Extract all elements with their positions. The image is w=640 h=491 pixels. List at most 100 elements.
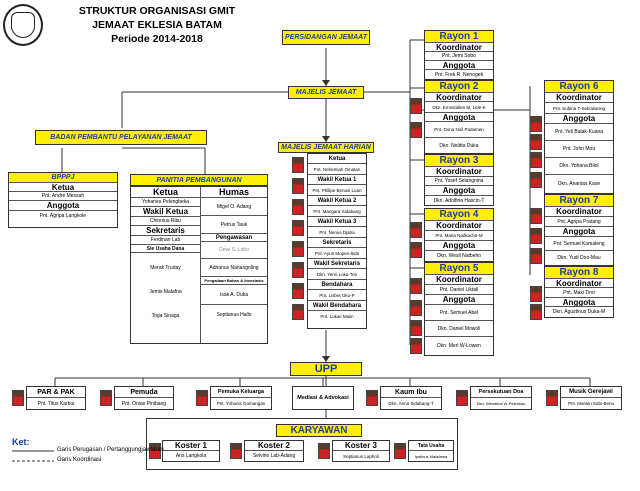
mjh-role-4: Wakil Ketua 3 — [308, 217, 366, 227]
rayon-3-box: Rayon 3 Koordinator Pnt. Yosef Selangnin… — [424, 154, 494, 206]
panitia-sek-name: Ferdinan Lab — [131, 236, 200, 245]
panitia-wakil-name: Chinnius Ribu — [131, 217, 200, 226]
legend-dashed-label: Garis Koordinasi — [57, 457, 102, 463]
rayon-8-ang-name: Dkn. Agustinus Duka-M — [552, 309, 606, 315]
photo-upp-5 — [366, 390, 378, 406]
rayon-6-ang-label: Anggota — [545, 114, 613, 124]
rayon-1-title: Rayon 1 — [425, 31, 493, 43]
mjh-header: MAJELIS JEMAAT HARIAN — [278, 142, 374, 153]
panitia-box: Ketua Yohanes Pelengbeka Wakil Ketua Chi… — [130, 186, 268, 344]
panitia-humas-label: Humas — [201, 187, 267, 198]
panitia-humas-name-3: Dewi S. Lobo — [201, 242, 267, 259]
rayon-4-ang-label: Anggota — [425, 241, 493, 251]
church-logo — [3, 4, 43, 46]
upp-header: UPP — [290, 362, 362, 376]
rayon-4-title: Rayon 4 — [425, 209, 493, 221]
karyawan-item-3: Koster 3 Septianus Lapholi — [332, 440, 390, 462]
rayon-3-title: Rayon 3 — [425, 155, 493, 167]
karyawan-item-3-label: Koster 3 — [333, 441, 389, 451]
photo-rayon-2-b — [410, 122, 422, 138]
panitia-dana-name-1: Merak Truday — [150, 265, 181, 271]
rayon-1-box: Rayon 1 Koordinator Pnt. Jemi Sobo Anggo… — [424, 30, 494, 80]
title-line-3: Periode 2014-2018 — [111, 33, 203, 45]
photo-rayon-7-a — [530, 208, 542, 224]
photo-rayon-6-c — [530, 152, 542, 168]
bppj-header: BADAN PEMBANTU PELAYANAN JEMAAT — [35, 130, 207, 145]
upp-unit-1-label: PAR & PAK — [27, 387, 85, 398]
rayon-6-box: Rayon 6 Koordinator Pnt. Subina T-Sekowa… — [544, 80, 614, 194]
bppj-ketua-name: Pnt. Andre Messah — [9, 192, 117, 201]
mjh-role-3: Wakil Ketua 2 — [308, 196, 366, 206]
rayon-6-koor-label: Koordinator — [545, 93, 613, 103]
upp-unit-5: Kaum Ibu Dkn. Anna Sidabang-T — [380, 386, 442, 410]
rayon-3-ang-label: Anggota — [425, 186, 493, 196]
photo-rayon-4-a — [410, 222, 422, 238]
photo-karyawan-2 — [230, 443, 242, 459]
photo-mjh-4 — [292, 220, 304, 236]
upp-unit-7-label: Musik Gerejawi — [561, 387, 621, 398]
photo-upp-6 — [456, 390, 468, 406]
upp-unit-2-label: Pemuda — [115, 387, 173, 398]
photo-karyawan-3 — [318, 443, 330, 459]
photo-upp-7 — [546, 390, 558, 406]
rayon-4-box: Rayon 4 Koordinator Pnt. Maria Nadkacha-… — [424, 208, 494, 262]
panitia-sek-label: Sekretaris — [131, 226, 200, 236]
photo-rayon-6-d — [530, 172, 542, 188]
rayon-6-ang-name-4: Dkn. Ananias Kase — [557, 181, 601, 187]
rayon-7-box: Rayon 7 Koordinator Pnt. Agripa Pratang … — [544, 194, 614, 266]
upp-unit-6-label: Persekutuan Doa — [471, 387, 531, 398]
panitia-wakil-label: Wakil Ketua — [131, 207, 200, 217]
upp-unit-7-name: Pnt. Marwin Sabi-Benu — [567, 401, 615, 406]
mjh-box: Ketua Pnt. Nehemiah Oinatan Wakil Ketua … — [307, 153, 367, 329]
photo-rayon-5-d — [410, 338, 422, 354]
photo-mjh-8 — [292, 304, 304, 320]
legend-solid-label: Garis Perugasan / Pertanggungjawaban — [57, 447, 164, 453]
photo-rayon-8-a — [530, 286, 542, 302]
upp-unit-4: Mediasi & Advokasi — [292, 386, 354, 410]
rayon-5-title: Rayon 5 — [425, 263, 493, 275]
photo-mjh-7 — [292, 283, 304, 299]
rayon-6-koor-name: Pnt. Subina T-Sekowaring — [545, 103, 613, 114]
rayon-5-ang-name-2: Dkn. Daniel Mowoli — [425, 321, 493, 337]
karyawan-item-2-label: Koster 2 — [245, 441, 303, 451]
karyawan-item-1-label: Koster 1 — [163, 441, 219, 451]
rayon-7-koor-name: Pnt. Agripa Pratang — [545, 217, 613, 227]
mjh-name-8: Pnt. Lukas Maiin — [320, 314, 354, 319]
upp-unit-5-label: Kaum Ibu — [381, 387, 441, 398]
karyawan-item-4: Tata Usaha Ipalinus Malafama — [408, 440, 454, 462]
rayon-7-ang-name-2: Dkn. Yudi Doo-Mau — [557, 255, 601, 261]
rayon-1-koor-label: Koordinator — [425, 43, 493, 52]
mjh-name-7: Pnt. Lisbet Oko-P — [308, 290, 366, 301]
rayon-1-ang-name: Pnt. Frek R. Nenogeti — [434, 71, 484, 78]
photo-rayon-7-b — [530, 228, 542, 244]
upp-unit-1-name: Pnt. Titus Karbui — [37, 400, 75, 407]
karyawan-item-2-name: Selvino Lab-Adang — [252, 453, 296, 459]
mjh-name-1: Pnt. Nehemiah Oinatan — [308, 164, 366, 175]
mjh-role-1: Ketua — [308, 154, 366, 164]
rayon-8-title: Rayon 8 — [545, 267, 613, 279]
panitia-dana-label: Sie Usaha Dana — [131, 245, 200, 253]
majelis-jemaat-box: MAJELIS JEMAAT — [288, 86, 364, 99]
upp-unit-5-name: Dkn. Anna Sidabang-T — [388, 401, 434, 406]
rayon-5-box: Rayon 5 Koordinator Pnt. Daniel Liktali … — [424, 262, 494, 356]
bppj-box: BPPPJ Ketua Pnt. Andre Messah Anggota Pn… — [8, 172, 118, 228]
upp-unit-7: Musik Gerejawi Pnt. Marwin Sabi-Benu — [560, 386, 622, 410]
rayon-6-ang-name-3: Dkn. Yohana Bilol — [545, 158, 613, 175]
photo-mjh-6 — [292, 262, 304, 278]
upp-unit-4-label: Mediasi & Advokasi — [297, 395, 349, 401]
photo-rayon-2-a — [410, 98, 422, 114]
mjh-name-2: Pnt. Philipe Benasi Luan — [308, 185, 366, 196]
mjh-name-4: Pnt. Nerius Djaha — [308, 227, 366, 238]
bppj-ketua-label: Ketua — [9, 183, 117, 192]
photo-upp-2 — [100, 390, 112, 406]
rayon-5-koor-name: Pnt. Daniel Liktali — [425, 285, 493, 295]
rayon-4-koor-name: Pnt. Maria Nadkacha-M — [425, 231, 493, 241]
panitia-pengawasan-label: Pengawasan — [201, 234, 267, 242]
bppj-sub-title: BPPPJ — [9, 173, 117, 183]
mjh-role-6: Wakil Sekretaris — [308, 259, 366, 269]
panitia-ketua-name: Yohanes Pelengbeka — [131, 198, 200, 207]
mjh-role-7: Bendahara — [308, 280, 366, 290]
photo-rayon-5-b — [410, 300, 422, 316]
rayon-1-koor-name: Pnt. Jemi Sobo — [425, 52, 493, 61]
photo-karyawan-4 — [394, 443, 406, 459]
